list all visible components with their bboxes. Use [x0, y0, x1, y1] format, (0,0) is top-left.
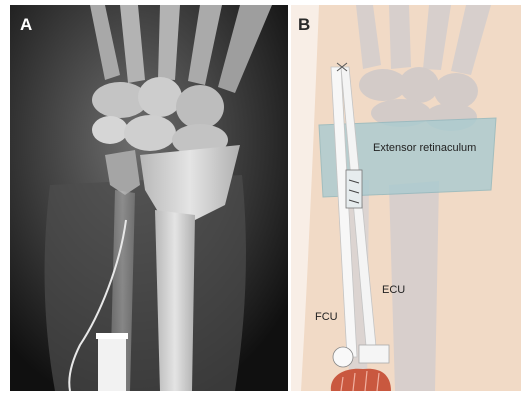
tendon-attachment: [359, 345, 389, 363]
extensor-retinaculum-label: Extensor retinaculum: [373, 142, 476, 154]
wrist-illustration: [291, 5, 521, 391]
panel-letter-b: B: [298, 15, 310, 35]
carpal-bone: [399, 67, 439, 103]
carpal-bone: [92, 116, 128, 144]
suture-box: [346, 170, 362, 208]
panel-letter-a: A: [20, 15, 32, 35]
carpal-bone: [176, 85, 224, 129]
xray-panel: A: [10, 5, 288, 391]
metacarpal-2: [389, 5, 411, 69]
illustration-panel: B Extensor retinaculum ECU FCU: [291, 5, 521, 391]
fcu-label: FCU: [315, 311, 338, 323]
carpal-bone: [124, 115, 176, 151]
ecu-label: ECU: [382, 284, 405, 296]
radius-shaft: [155, 210, 195, 391]
xray-image: [10, 5, 288, 391]
implant: [98, 335, 126, 391]
implant-cap: [96, 333, 128, 339]
carpal-bone: [138, 77, 182, 117]
tendon-loop: [333, 347, 353, 367]
